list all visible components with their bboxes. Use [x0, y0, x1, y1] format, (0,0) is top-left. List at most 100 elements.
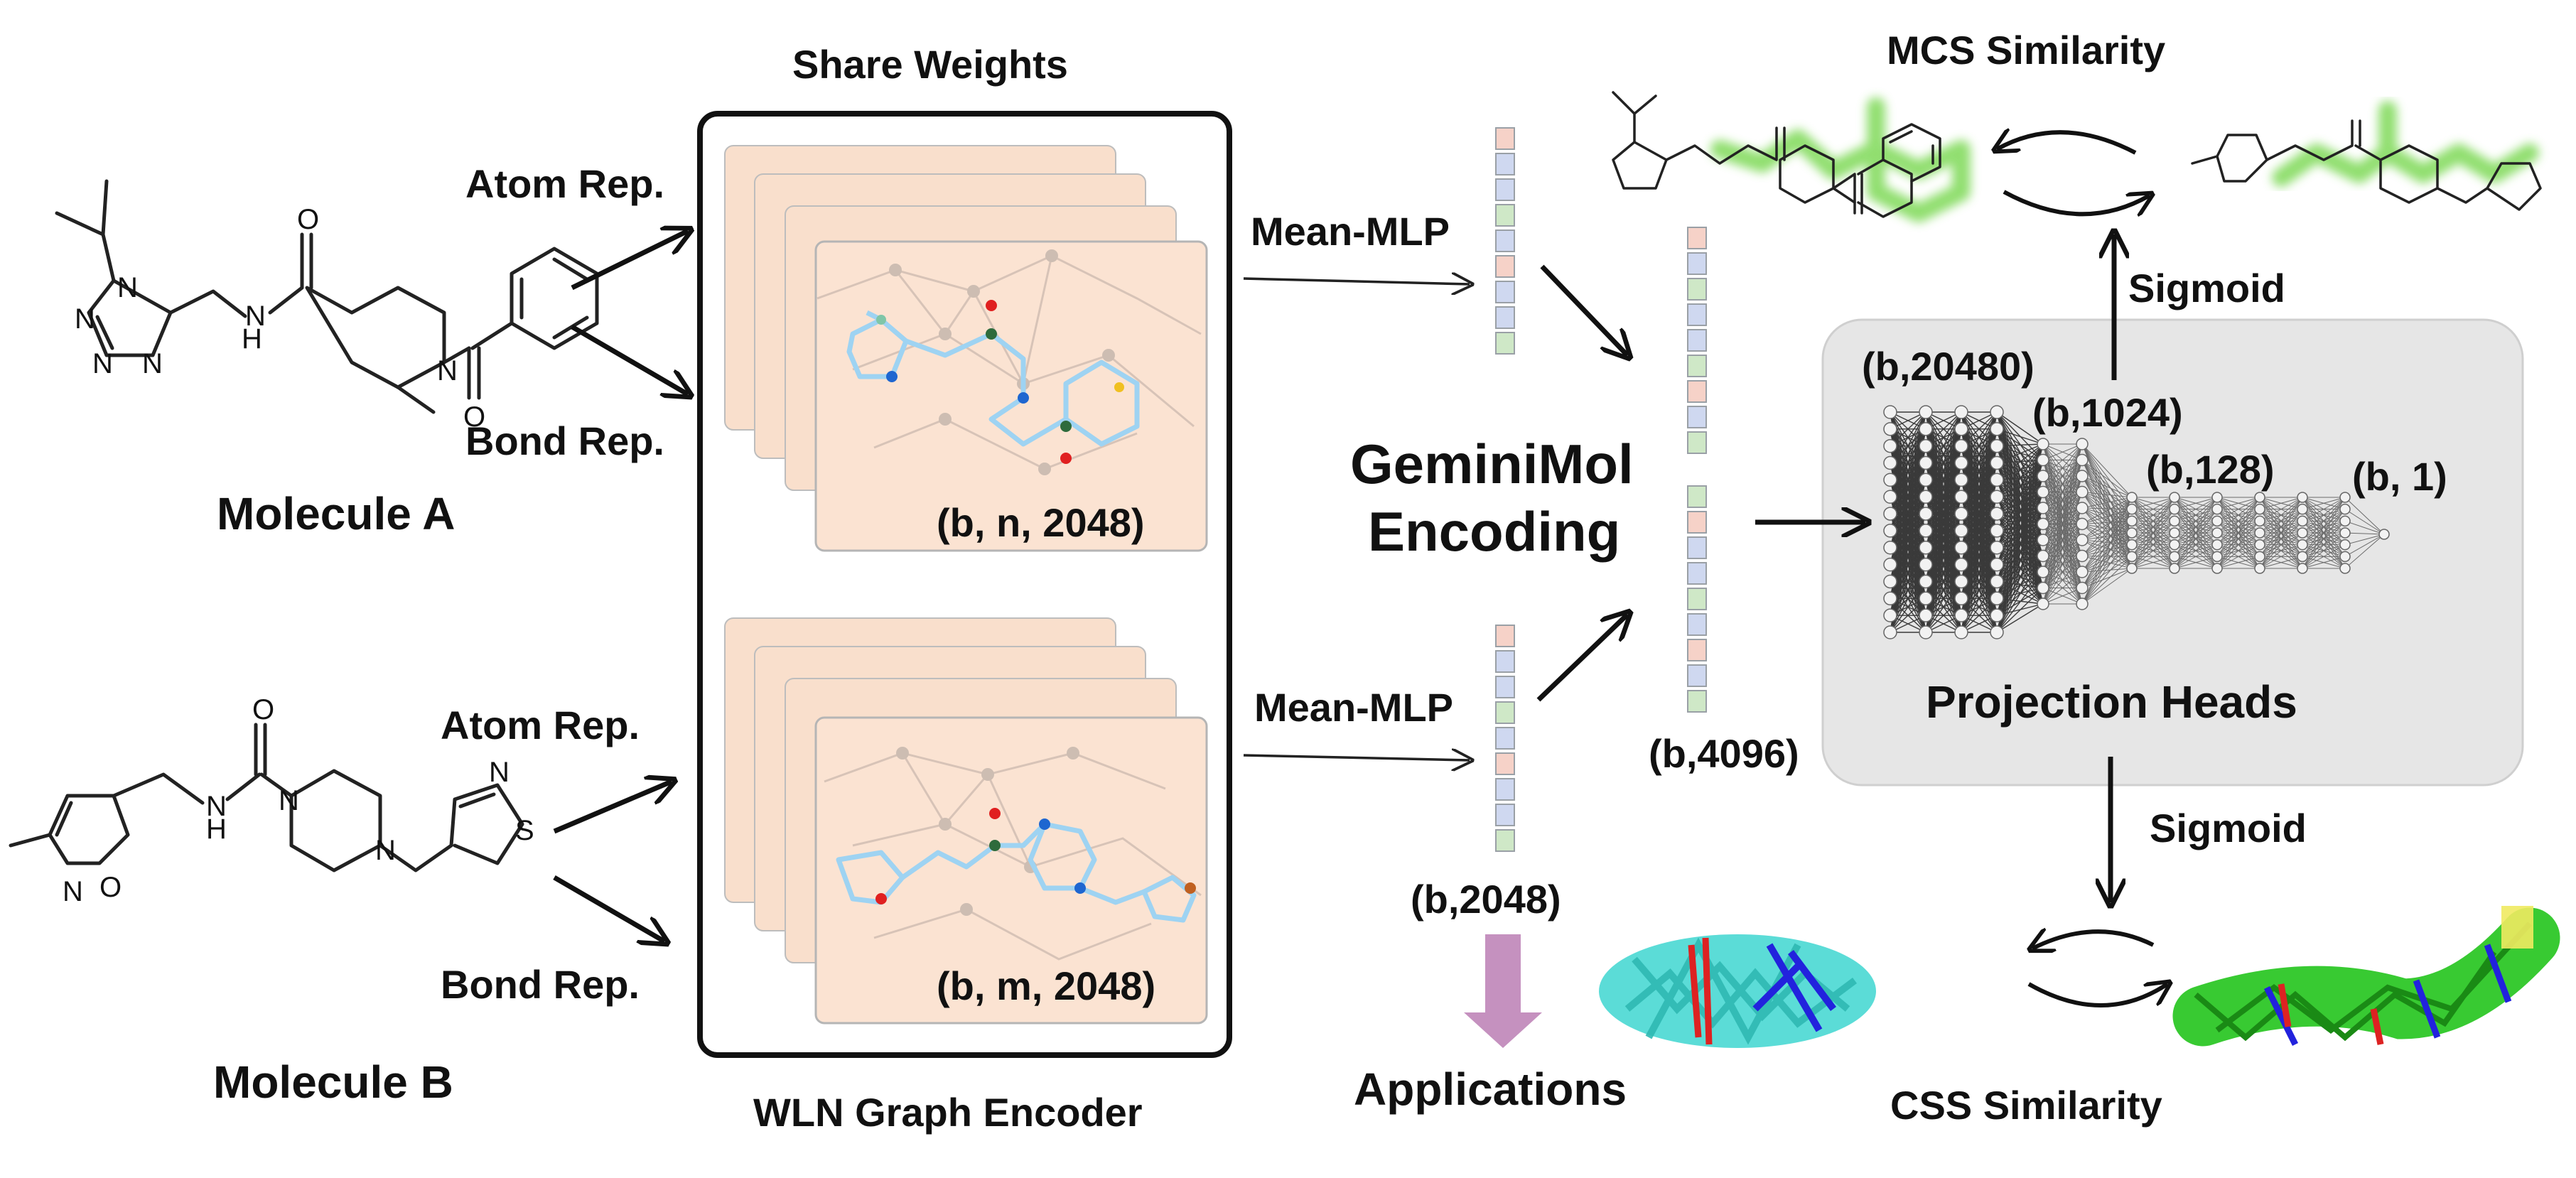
network-node — [2037, 598, 2049, 610]
network-node — [2297, 515, 2308, 527]
network-edge — [2081, 556, 2133, 573]
network-node — [2169, 563, 2180, 574]
vector-cell — [1495, 178, 1515, 201]
network-node — [2297, 551, 2308, 563]
vector-cell — [1495, 255, 1515, 278]
network-edge — [2081, 497, 2133, 556]
atom-o: O — [99, 872, 122, 903]
vector-cell — [1687, 380, 1707, 403]
atom-n: N — [279, 785, 299, 816]
mean-mlp-a-arrow — [1243, 279, 1470, 284]
network-node — [2169, 515, 2180, 527]
vector-cell — [1687, 562, 1707, 585]
network-edge — [2081, 460, 2133, 534]
dim-4096-label: (b,4096) — [1649, 731, 1799, 776]
vector-cell — [1687, 485, 1707, 508]
network-edge — [2216, 520, 2260, 569]
network-node — [2076, 581, 2089, 595]
network-edge — [2042, 443, 2083, 524]
network-edge — [2302, 497, 2346, 522]
network-edge — [2081, 509, 2133, 556]
network-node — [2339, 551, 2351, 563]
vector-cell — [1687, 252, 1707, 275]
network-edge — [2131, 497, 2175, 546]
encoder-stack-a — [724, 145, 1208, 552]
network-node — [1883, 574, 1897, 589]
network-node — [1990, 422, 2004, 436]
network-edge — [1925, 497, 1962, 633]
arrow-atom-a — [571, 231, 688, 291]
network-edge — [2042, 475, 2083, 605]
network-edge — [1996, 411, 2044, 445]
wln-encoder-label: WLN Graph Encoder — [753, 1090, 1143, 1135]
network-node — [2037, 534, 2049, 546]
network-edge — [2344, 497, 2385, 535]
network-edge — [2081, 509, 2133, 588]
molecule-b-structure: N O N H O N N N S — [9, 694, 534, 907]
network-node — [1954, 541, 1968, 555]
network-edge — [1996, 603, 2044, 633]
network-edge — [2174, 509, 2218, 569]
mlp-network — [1883, 405, 2390, 639]
atom-h: H — [242, 323, 262, 355]
dim-20480-label: (b,20480) — [1862, 344, 2035, 389]
network-node — [2297, 527, 2308, 539]
network-edge — [2216, 532, 2260, 569]
network-edge — [2042, 443, 2083, 492]
network-edge — [2174, 497, 2218, 569]
network-node — [2169, 551, 2180, 563]
network-node — [1883, 524, 1897, 538]
network-edge — [2081, 520, 2133, 556]
network-edge — [2131, 544, 2175, 569]
network-node — [1990, 625, 2004, 639]
network-node — [2211, 539, 2223, 551]
network-edge — [2216, 497, 2260, 510]
vector-cell — [1687, 227, 1707, 249]
network-node — [2297, 539, 2308, 551]
dim-2048-label: (b,2048) — [1411, 877, 1561, 922]
network-edge — [1996, 443, 2044, 531]
network-edge — [2042, 443, 2083, 605]
gemini-encoding-label-1: GeminiMol — [1350, 433, 1634, 495]
network-node — [1990, 608, 2004, 622]
network-edge — [2174, 497, 2218, 534]
network-node — [2297, 563, 2308, 574]
network-edge — [2081, 497, 2133, 573]
network-node — [1883, 591, 1897, 606]
atom-n: N — [92, 348, 113, 379]
network-node — [2076, 485, 2089, 499]
network-node — [1883, 557, 1897, 572]
network-node — [1990, 557, 2004, 572]
network-edge — [2259, 520, 2303, 569]
network-edge — [1996, 443, 2044, 599]
network-node — [2076, 549, 2089, 563]
network-edge — [2042, 443, 2083, 477]
mcs-swap-arrows — [1997, 132, 2150, 214]
network-edge — [2081, 460, 2133, 510]
network-node — [1919, 574, 1933, 589]
mcs-molecule-b — [2191, 101, 2542, 211]
network-node — [1954, 625, 1968, 639]
network-edge — [2131, 497, 2175, 522]
atom-o: O — [297, 204, 319, 235]
network-node — [2339, 539, 2351, 551]
network-node — [2211, 492, 2223, 503]
network-edge — [2081, 492, 2133, 522]
network-edge — [2302, 497, 2346, 557]
network-edge — [1925, 480, 1962, 633]
network-edge — [2081, 532, 2133, 573]
network-node — [2339, 503, 2351, 515]
vector-cell — [1687, 278, 1707, 301]
css-conformer-ensemble-a — [1599, 934, 1876, 1048]
network-node — [2254, 515, 2265, 527]
network-node — [2037, 438, 2049, 450]
network-node — [1954, 591, 1968, 606]
vector-cell — [1687, 511, 1707, 534]
arrow-atom-b — [553, 782, 672, 834]
atom-n: N — [375, 835, 396, 866]
network-edge — [2344, 532, 2385, 535]
network-node — [1919, 557, 1933, 572]
vector-cell — [1687, 431, 1707, 454]
atom-n: N — [206, 791, 227, 822]
network-node — [2076, 438, 2089, 450]
